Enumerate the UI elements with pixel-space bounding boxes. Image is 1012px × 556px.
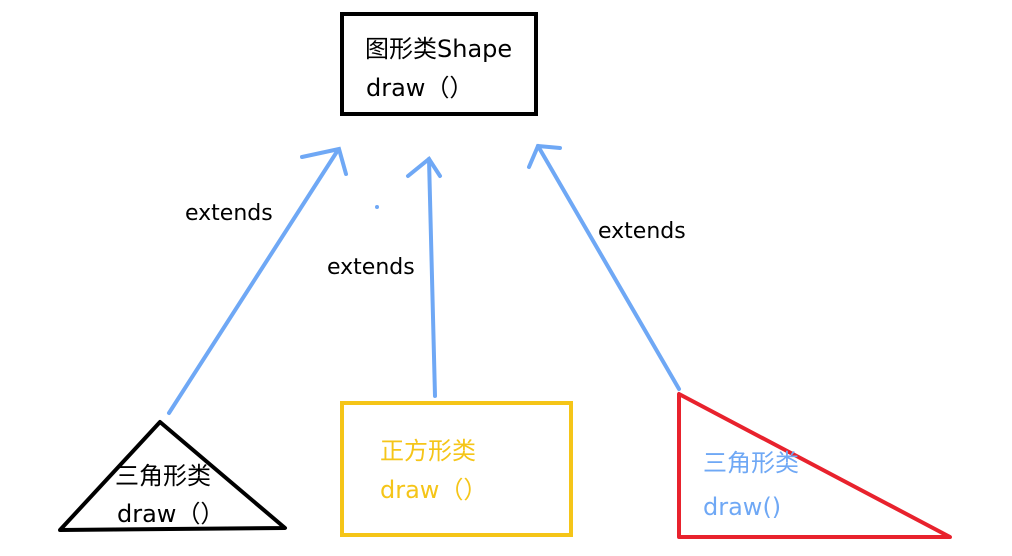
parent-class-name: 图形类Shape [365,35,513,63]
right-child-method: draw() [703,493,782,521]
left-child-method: draw（） [117,500,225,528]
right-extends-arrow [527,143,681,391]
extends-label-right: extends [598,219,686,244]
left-triangle-shape [58,420,287,532]
middle-extends-arrow [406,156,442,398]
middle-child-name: 正方形类 [380,437,476,465]
parent-class-method: draw（） [366,74,474,102]
extends-label-left: extends [185,201,273,226]
right-child-name: 三角形类 [703,449,799,477]
stray-dot [375,205,379,209]
shape-class-box [340,12,538,116]
right-triangle-shape [677,392,952,539]
square-shape [340,401,573,537]
left-child-name: 三角形类 [115,462,211,490]
extends-label-middle: extends [327,255,415,280]
left-extends-arrow [167,146,348,415]
middle-child-method: draw（） [380,476,488,504]
